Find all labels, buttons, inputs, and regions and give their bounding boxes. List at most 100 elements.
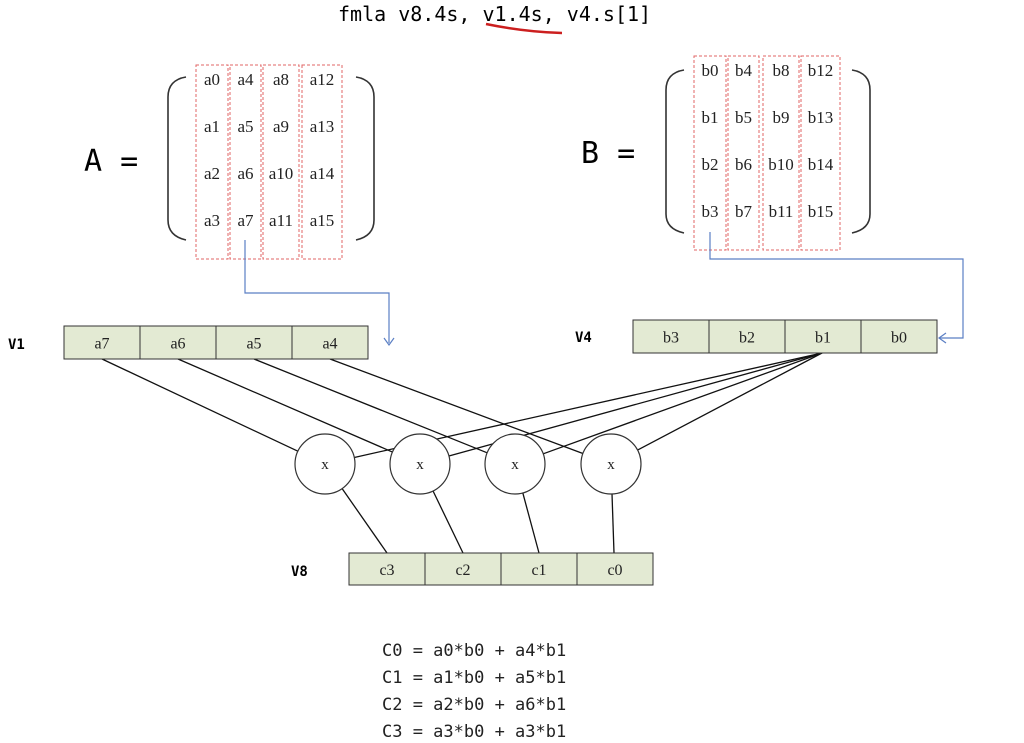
matrix-a-cell: a11 (269, 211, 293, 230)
formula-line: C3 = a3*b0 + a3*b1 (382, 722, 566, 742)
matrix-b-cell: b6 (735, 155, 752, 174)
register-v1-cell: a5 (246, 336, 261, 353)
register-v4-label: V4 (575, 330, 592, 346)
matrix-a-right-bracket (355, 76, 375, 241)
matrix-b-column-box (727, 55, 760, 251)
multiply-wires (101, 352, 823, 554)
connector-a-to-v1 (244, 240, 390, 343)
wire-v1-to-multiplier (329, 358, 584, 455)
wire-v4-to-multiplier (542, 352, 823, 455)
matrix-a-column-box (301, 64, 343, 260)
multiplier-node (389, 433, 451, 495)
matrix-a-cell: a13 (310, 117, 335, 136)
matrix-a-cell: a1 (204, 117, 220, 136)
connector-b-to-v4 (709, 232, 964, 339)
register-v4-cell: b3 (663, 330, 679, 347)
register-v1-cell-box (139, 325, 217, 360)
connector-a-arrowhead (383, 337, 395, 347)
matrix-a-cell: a6 (237, 164, 253, 183)
matrix-b-cell: b14 (808, 155, 834, 174)
register-v8-cell: c2 (455, 562, 470, 579)
matrix-a-label: A = (84, 144, 138, 179)
matrix-a-cell: a8 (273, 70, 289, 89)
matrix-a-cell: a10 (269, 164, 294, 183)
matrix-b-cell: b2 (702, 155, 719, 174)
register-v1-cell: a7 (94, 336, 109, 353)
wire-v1-to-multiplier (177, 358, 393, 453)
register-v4-cell-box (784, 319, 862, 354)
wire-multiplier-to-v8 (341, 488, 388, 554)
register-v8-cell-box (500, 552, 578, 586)
matrix-a-cell: a0 (204, 70, 220, 89)
matrix-b-cell: b4 (735, 61, 753, 80)
wire-multiplier-to-v8 (432, 490, 464, 554)
register-v8-cell-box (576, 552, 654, 586)
formula-line: C0 = a0*b0 + a4*b1 (382, 641, 566, 661)
register-v4: b3 b2 b1 b0 (632, 319, 938, 354)
matrix-b-cell: b8 (773, 61, 790, 80)
wire-v1-to-multiplier (101, 358, 299, 452)
matrix-b-cell: b15 (808, 202, 834, 221)
wire-v4-to-multiplier (637, 352, 823, 451)
register-v4-cell-box (708, 319, 786, 354)
matrix-b-column-box (762, 55, 800, 251)
register-v1-label: V1 (8, 337, 25, 353)
matrix-b-cell: b13 (808, 108, 834, 127)
instruction-suffix: v4.s[1] (555, 2, 651, 26)
multiplier-symbol: x (511, 457, 519, 473)
matrix-a-cell: a3 (204, 211, 220, 230)
register-v1-cell-box (291, 325, 369, 360)
instruction-highlight: v1.4s, (483, 2, 555, 26)
matrix-a-column-box (195, 64, 229, 260)
matrix-b-right-bracket (851, 69, 871, 234)
connector-b-arrowhead (937, 332, 947, 344)
register-v4-cell-box (632, 319, 710, 354)
register-v4-cell-box (860, 319, 938, 354)
matrix-a-cell: a14 (310, 164, 335, 183)
register-v4-cell: b2 (739, 330, 755, 347)
register-v8-cell-box (424, 552, 502, 586)
matrix-b-left-bracket (665, 69, 685, 234)
multiplier-node (484, 433, 546, 495)
matrix-a-cell: a15 (310, 211, 335, 230)
register-v4-cell: b1 (815, 330, 831, 347)
register-v1-cell: a6 (170, 336, 185, 353)
matrix-b-cell: b5 (735, 108, 752, 127)
matrix-a-cell: a12 (310, 70, 335, 89)
register-v8-cell-box (348, 552, 426, 586)
matrix-a-column-box (262, 64, 300, 260)
register-v8-cell: c1 (531, 562, 546, 579)
matrix-b-cell: b7 (735, 202, 753, 221)
multiplier-node (294, 433, 356, 495)
matrix-b-cell: b10 (768, 155, 794, 174)
register-v1: a7 a6 a5 a4 (63, 325, 369, 360)
register-v1-cell-box (63, 325, 141, 360)
matrix-b-cell: b12 (808, 61, 834, 80)
wire-multiplier-to-v8 (611, 493, 615, 554)
register-v4-cell: b0 (891, 330, 907, 347)
multiplier-symbol: x (321, 457, 329, 473)
matrix-a-cell: a7 (237, 211, 254, 230)
matrix-a-cell: a5 (237, 117, 253, 136)
matrix-b-cell: b11 (769, 202, 794, 221)
wire-v1-to-multiplier (253, 358, 488, 454)
instruction-title: fmla v8.4s, v1.4s, v4.s[1] (338, 2, 651, 26)
matrix-b-column-box (800, 55, 841, 251)
register-v8-cell: c0 (607, 562, 622, 579)
register-v1-cell: a4 (322, 336, 337, 353)
matrix-b-cell: b3 (702, 202, 719, 221)
multiplier-symbol: x (416, 457, 424, 473)
matrix-a-cell: a4 (237, 70, 254, 89)
matrix-b-label: B = (581, 136, 635, 171)
matrix-a-left-bracket (167, 76, 187, 241)
register-v8-label: V8 (291, 564, 308, 580)
matrix-a-cell: a9 (273, 117, 289, 136)
multiplier-symbol: x (607, 457, 615, 473)
matrix-b-cell: b0 (702, 61, 719, 80)
matrix-b-cell: b1 (702, 108, 719, 127)
